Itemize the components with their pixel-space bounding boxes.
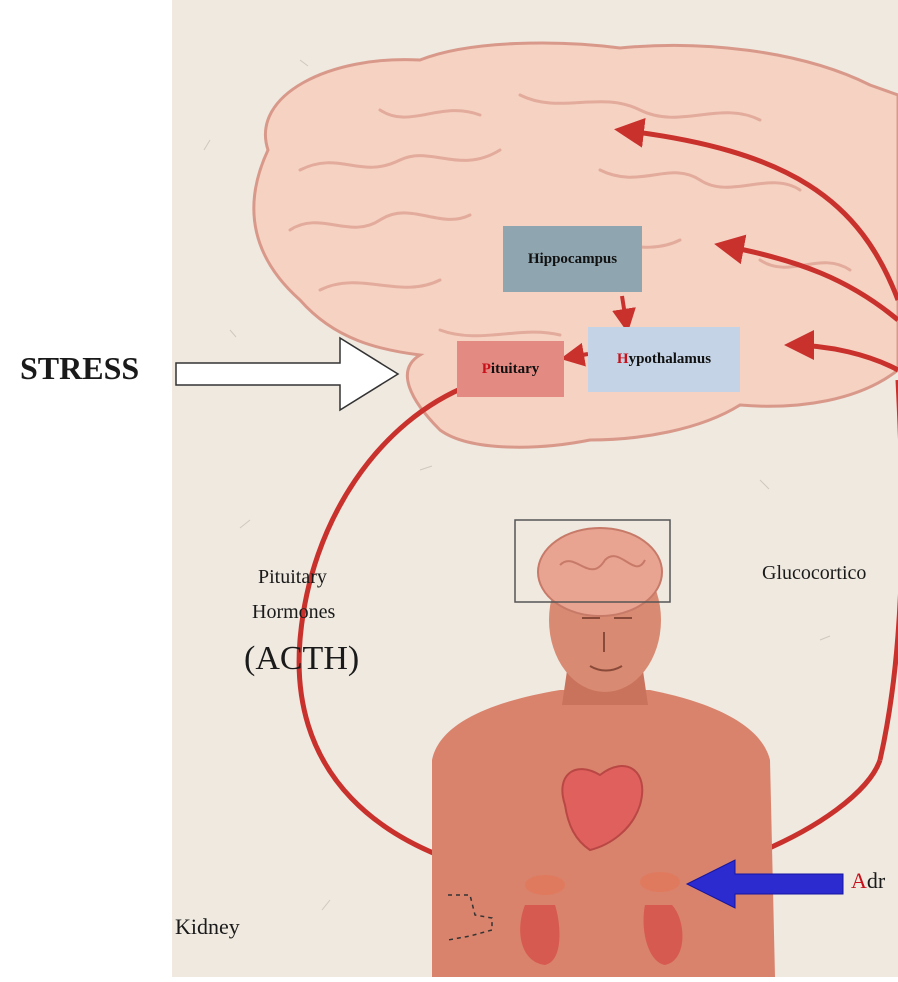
adrenal-label-rest: dr — [867, 868, 885, 893]
acth-label: (ACTH) — [244, 640, 359, 678]
adrenal-gland-right — [640, 872, 680, 892]
hypothalamus-initial: H — [617, 351, 629, 368]
glucocorticoids-label: Glucocortico — [762, 562, 866, 585]
stress-label: STRESS — [20, 350, 139, 387]
pituitary-hormones-label-line1: Pituitary — [258, 566, 327, 589]
hippocampus-label: Hippocampus — [528, 251, 617, 268]
head-brain — [538, 528, 662, 616]
hippocampus-box: Hippocampus — [503, 226, 642, 292]
kidney-label: Kidney — [175, 914, 240, 940]
adrenal-label: Adr — [851, 868, 885, 894]
hypothalamus-label: ypothalamus — [629, 351, 712, 368]
pituitary-label: ituitary — [491, 361, 539, 378]
adrenal-gland-left — [525, 875, 565, 895]
pituitary-initial: P — [482, 361, 491, 378]
adrenal-initial: A — [851, 868, 867, 893]
pituitary-hormones-label-line2: Hormones — [252, 601, 335, 624]
